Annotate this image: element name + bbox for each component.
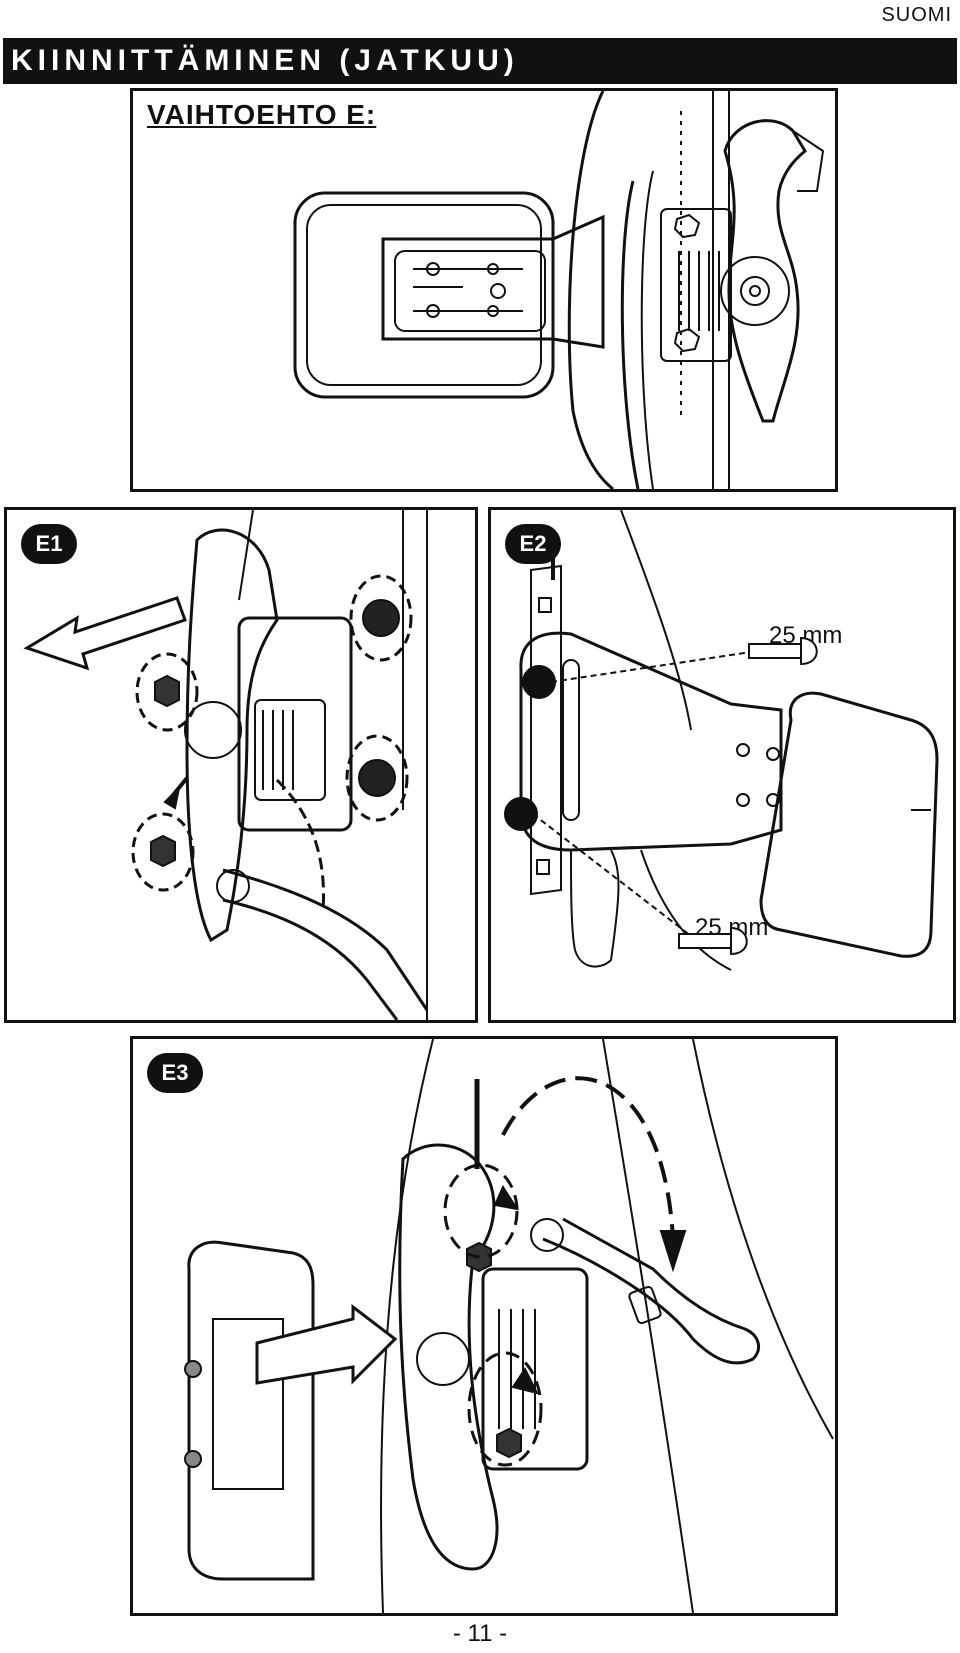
step-e3-drawing	[184, 1039, 834, 1613]
page-number: - 11 -	[452, 1620, 508, 1647]
language-label: SUOMI	[881, 4, 952, 26]
step-e1-badge: E1	[21, 524, 77, 564]
step-e1-panel: E1	[4, 507, 478, 1023]
option-e-illustration-panel: VAIHTOEHTO E:	[130, 88, 838, 492]
section-title: KIINNITTÄMINEN (JATKUU)	[11, 44, 519, 77]
section-title-bar: KIINNITTÄMINEN (JATKUU)	[3, 38, 957, 84]
step-e1-drawing	[23, 510, 429, 1020]
option-label: VAIHTOEHTO E:	[147, 99, 377, 130]
option-e-drawing	[293, 91, 825, 489]
step-e3-badge: E3	[147, 1053, 203, 1093]
step-e2-drawing	[504, 510, 939, 971]
step-e2-panel: E2 25 mm 25 mm	[488, 507, 956, 1023]
step-e3-panel: E3	[130, 1036, 838, 1616]
